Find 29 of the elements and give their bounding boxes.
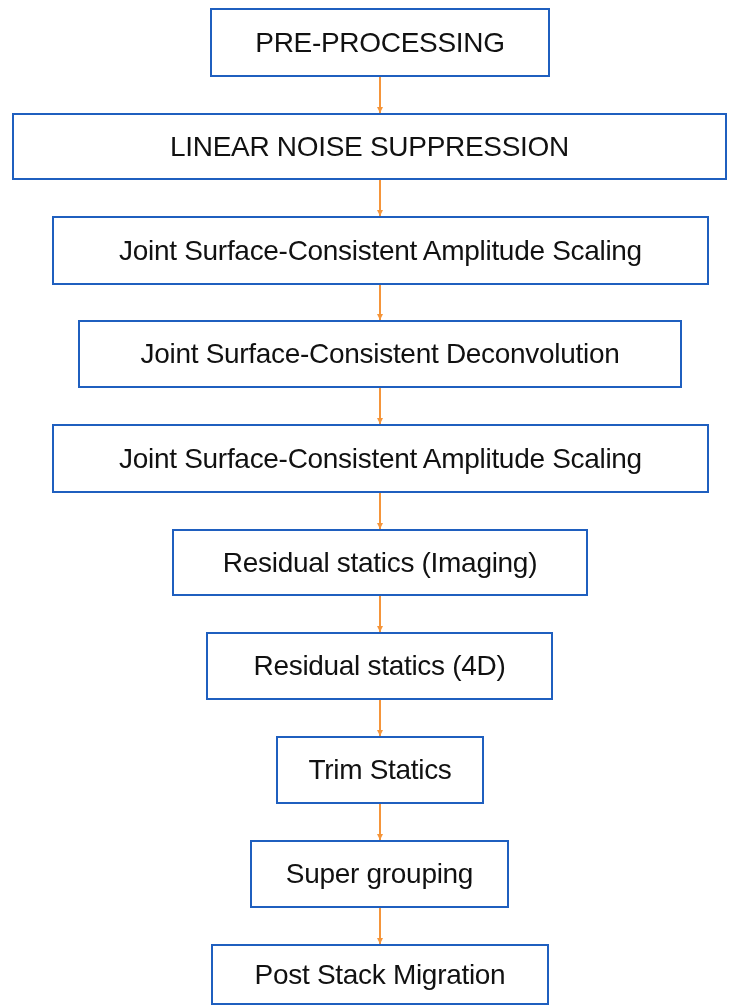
step-label: Trim Statics [308,754,452,786]
arrow [377,492,383,530]
arrow [377,595,383,633]
process-box [250,840,509,908]
arrow [377,699,383,737]
step-label: Residual statics (Imaging) [222,546,538,579]
process-box [52,424,709,493]
process-box [52,216,709,285]
process-box [172,529,588,596]
process-box [12,113,727,180]
step-label: Residual statics (4D) [253,650,506,682]
step-label: PRE-PROCESSING [255,26,505,59]
step-label: Joint Surface-Consistent Amplitude Scaling [119,442,642,475]
process-box [210,8,550,77]
step-label: Joint Surface-Consistent Amplitude Scaling [119,234,642,267]
arrow [377,76,383,114]
process-box [206,632,553,700]
arrow [377,907,383,945]
step-label: Super grouping [285,858,474,890]
step-label: LINEAR NOISE SUPPRESSION [170,130,569,163]
process-box [276,736,484,804]
step-label: Joint Surface-Consistent Deconvolution [140,338,620,370]
arrow [377,387,383,425]
arrow [377,179,383,217]
step-label: Post Stack Migration [254,958,506,991]
arrow [377,284,383,321]
process-box [211,944,549,1005]
arrow [377,803,383,841]
process-box [78,320,682,388]
